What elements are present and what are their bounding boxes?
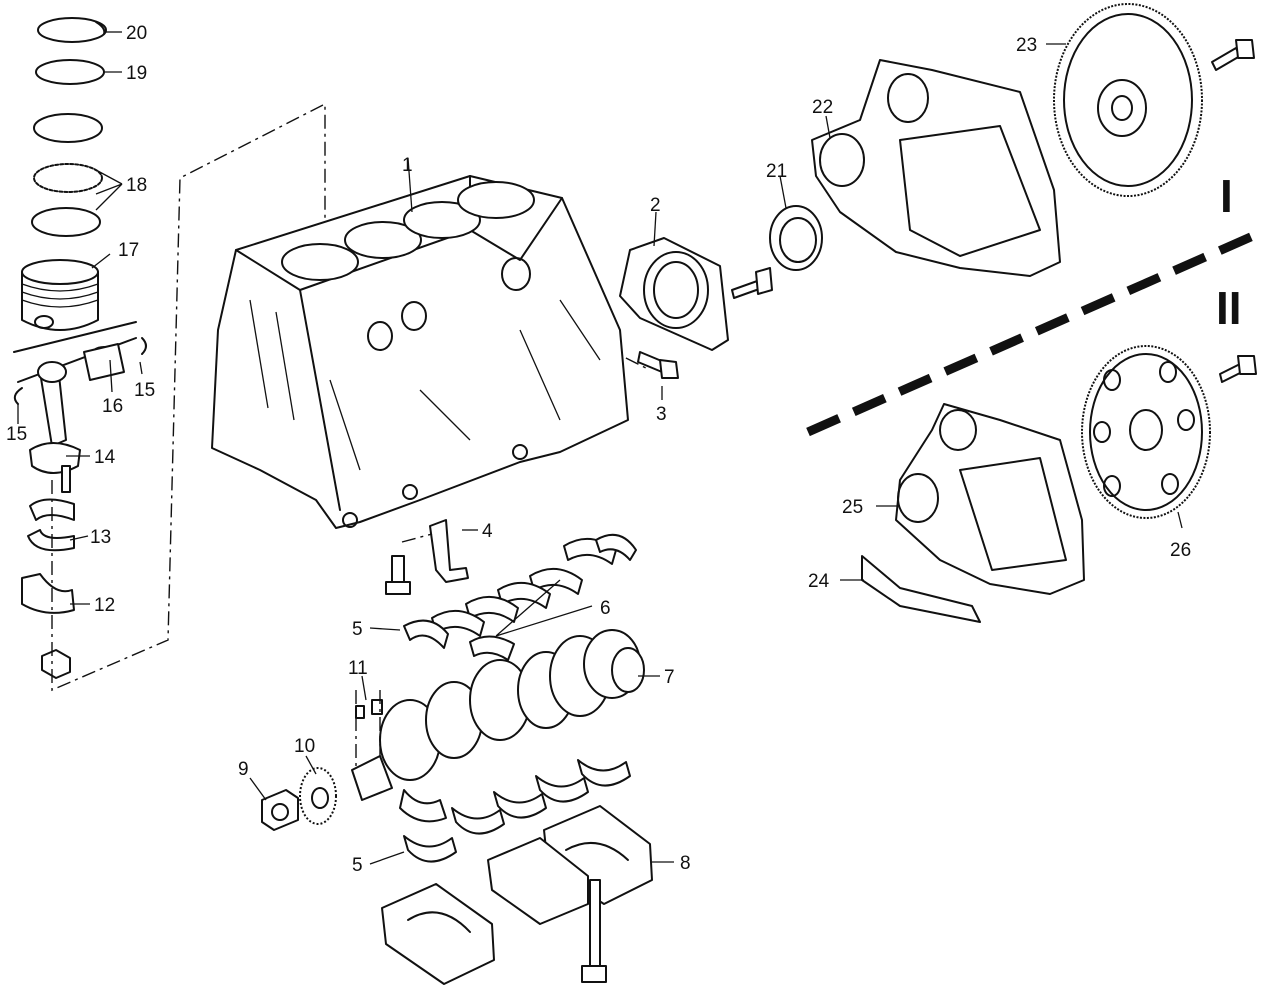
callout-6: 6 <box>600 598 611 619</box>
callout-2: 2 <box>650 195 661 216</box>
callout-11: 11 <box>348 658 368 679</box>
piston-ring-20 <box>37 17 107 43</box>
callout-5-lower: 5 <box>352 855 363 876</box>
main-bearing-shells-lower-5 <box>403 759 631 863</box>
oil-seal-21 <box>769 205 823 271</box>
callout-16: 16 <box>102 396 123 417</box>
callout-4: 4 <box>482 521 493 542</box>
callout-15-right: 15 <box>134 380 155 401</box>
callout-labels: 20 19 18 17 16 15 15 14 13 12 1 2 3 4 5 … <box>6 23 1191 876</box>
drive-plate-26 <box>1081 345 1211 519</box>
callout-20: 20 <box>126 23 147 44</box>
bracket-4 <box>385 519 469 595</box>
callout-5-upper: 5 <box>352 619 363 640</box>
bush-9 <box>261 789 299 831</box>
callout-7: 7 <box>664 667 675 688</box>
callout-23: 23 <box>1016 35 1037 56</box>
callout-24: 24 <box>808 571 830 592</box>
back-plate-25 <box>895 403 1085 595</box>
callout-17: 17 <box>118 240 139 261</box>
callout-18: 18 <box>126 175 147 196</box>
flywheel-23 <box>1053 3 1203 197</box>
seal-bolt <box>731 267 773 299</box>
callout-8: 8 <box>680 853 691 874</box>
sprocket-10 <box>299 767 337 825</box>
assembly-dash-line <box>51 102 326 692</box>
cap-bolt <box>581 879 607 983</box>
piston-ring-19 <box>35 59 105 85</box>
section-divider <box>806 227 1264 437</box>
bearing-shells-13 <box>27 498 75 552</box>
callout-14: 14 <box>94 447 116 468</box>
callout-22: 22 <box>812 97 833 118</box>
section-mark-lower: II <box>1216 282 1242 334</box>
rod-nut <box>41 649 71 679</box>
cylinder-block-1 <box>211 175 629 529</box>
drive-plate-bolt <box>1219 355 1257 383</box>
plug-bolt-3 <box>637 351 679 379</box>
callout-26: 26 <box>1170 540 1191 561</box>
rod-cap-12 <box>21 573 75 614</box>
callout-25: 25 <box>842 497 863 518</box>
callout-15-left: 15 <box>6 424 27 445</box>
rear-seal-housing-2 <box>619 237 729 351</box>
section-mark-upper: I <box>1220 170 1233 222</box>
piston-17 <box>21 259 99 331</box>
back-plate-22 <box>811 59 1061 277</box>
main-bearing-caps-8 <box>381 805 653 985</box>
circlips-15 <box>13 337 147 405</box>
callout-12: 12 <box>94 595 115 616</box>
connecting-rod-14 <box>13 321 137 493</box>
callout-1: 1 <box>402 155 413 176</box>
main-bearing-shells-upper-6 <box>403 533 637 649</box>
flywheel-bolt <box>1211 39 1255 71</box>
callout-3: 3 <box>656 404 667 425</box>
leader-lines <box>17 31 1183 865</box>
callout-9: 9 <box>238 759 249 780</box>
woodruff-keys-11 <box>355 690 383 766</box>
callout-19: 19 <box>126 63 147 84</box>
callout-10: 10 <box>294 736 315 757</box>
callout-13: 13 <box>90 527 111 548</box>
piston-rings-18 <box>31 113 103 237</box>
crankshaft-7 <box>351 629 645 823</box>
callout-21: 21 <box>766 161 787 182</box>
